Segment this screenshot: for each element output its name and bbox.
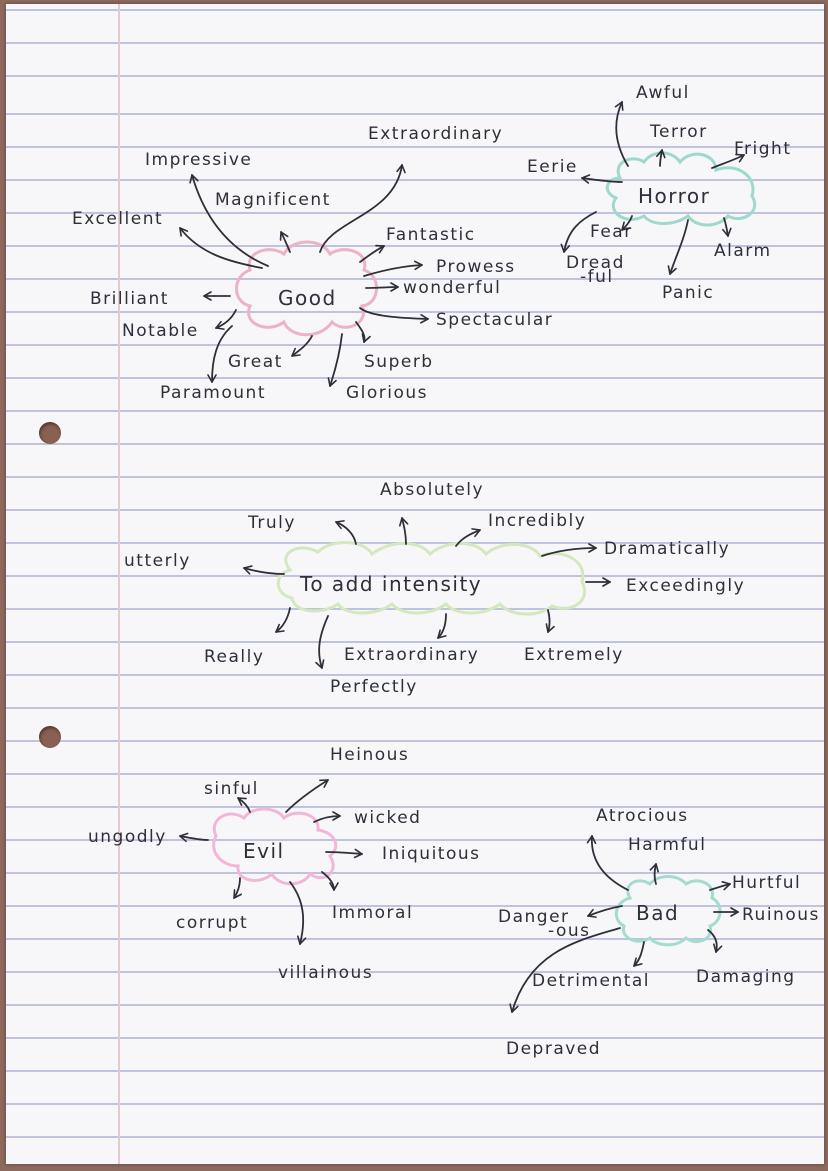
word-heinous: Heinous bbox=[330, 745, 409, 765]
word-damaging: Damaging bbox=[696, 967, 796, 987]
notebook-page bbox=[6, 4, 824, 1164]
word-panic: Panic bbox=[662, 283, 714, 303]
word-prowess: Prowess bbox=[436, 257, 516, 277]
word-brilliant: Brilliant bbox=[90, 289, 169, 309]
bad-mind-map: Bad Atrocious Harmful Hurtful Danger -ou… bbox=[498, 806, 820, 1059]
word-excellent: Excellent bbox=[72, 209, 163, 229]
word-extremely: Extremely bbox=[524, 645, 624, 665]
horror-mind-map: Horror Awful Terror Fright Eerie Fear Al… bbox=[527, 83, 792, 303]
word-alarm: Alarm bbox=[714, 241, 772, 261]
word-magnificent: Magnificent bbox=[215, 190, 331, 210]
word-really: Really bbox=[204, 647, 264, 667]
word-dramatically: Dramatically bbox=[604, 539, 730, 559]
word-perfectly: Perfectly bbox=[330, 677, 418, 697]
word-glorious: Glorious bbox=[346, 383, 428, 403]
word-dangerous-2: -ous bbox=[548, 921, 590, 941]
good-cloud bbox=[235, 240, 378, 337]
word-villainous: villainous bbox=[278, 963, 373, 983]
word-extraordinary: Extraordinary bbox=[368, 124, 503, 144]
word-eerie: Eerie bbox=[527, 157, 578, 177]
word-extraordinary-intensity: Extraordinary bbox=[344, 645, 479, 665]
word-absolutely: Absolutely bbox=[380, 480, 484, 500]
punch-hole-lower bbox=[39, 726, 61, 748]
punch-hole-upper bbox=[39, 422, 61, 444]
word-incredibly: Incredibly bbox=[488, 511, 586, 531]
intensity-label: To add intensity bbox=[299, 572, 482, 596]
word-fear: Fear bbox=[590, 222, 633, 242]
word-immoral: Immoral bbox=[332, 903, 413, 923]
word-exceedingly: Exceedingly bbox=[626, 576, 745, 596]
word-iniquitous: Iniquitous bbox=[382, 844, 481, 864]
word-wonderful: wonderful bbox=[403, 278, 501, 298]
intensity-mind-map: To add intensity Absolutely Truly Incred… bbox=[124, 480, 745, 697]
word-ungodly: ungodly bbox=[88, 827, 167, 847]
word-corrupt: corrupt bbox=[176, 913, 248, 933]
word-depraved: Depraved bbox=[506, 1039, 601, 1059]
word-dreadful-2: -ful bbox=[580, 267, 614, 287]
word-sinful: sinful bbox=[204, 779, 259, 799]
word-impressive: Impressive bbox=[145, 150, 252, 170]
word-ruinous: Ruinous bbox=[742, 905, 820, 925]
intensity-cloud bbox=[276, 540, 587, 616]
word-dreadful-1: Dread bbox=[566, 253, 625, 273]
horror-label: Horror bbox=[638, 184, 710, 208]
evil-label: Evil bbox=[243, 839, 285, 863]
word-fantastic: Fantastic bbox=[386, 225, 476, 245]
good-mind-map: Good Impressive Magnificent Extraordinar… bbox=[72, 124, 553, 403]
word-harmful: Harmful bbox=[628, 835, 706, 855]
word-paramount: Paramount bbox=[160, 383, 266, 403]
bad-cloud bbox=[614, 875, 722, 947]
word-fright: Fright bbox=[734, 139, 792, 159]
good-label: Good bbox=[278, 286, 337, 310]
word-wicked: wicked bbox=[354, 808, 421, 828]
word-truly: Truly bbox=[247, 513, 296, 533]
evil-cloud bbox=[212, 807, 338, 886]
word-detrimental: Detrimental bbox=[532, 971, 650, 991]
word-awful: Awful bbox=[636, 83, 690, 103]
word-notable: Notable bbox=[122, 321, 199, 341]
evil-mind-map: Evil Heinous sinful wicked ungodly Iniqu… bbox=[88, 745, 481, 983]
word-terror: Terror bbox=[649, 122, 708, 142]
bad-label: Bad bbox=[636, 901, 679, 925]
word-superb: Superb bbox=[364, 352, 434, 372]
word-hurtful: Hurtful bbox=[732, 873, 801, 893]
word-spectacular: Spectacular bbox=[436, 310, 553, 330]
word-utterly: utterly bbox=[124, 551, 191, 571]
word-great: Great bbox=[228, 352, 283, 372]
word-dangerous-1: Danger bbox=[498, 907, 570, 927]
word-atrocious: Atrocious bbox=[596, 806, 689, 826]
